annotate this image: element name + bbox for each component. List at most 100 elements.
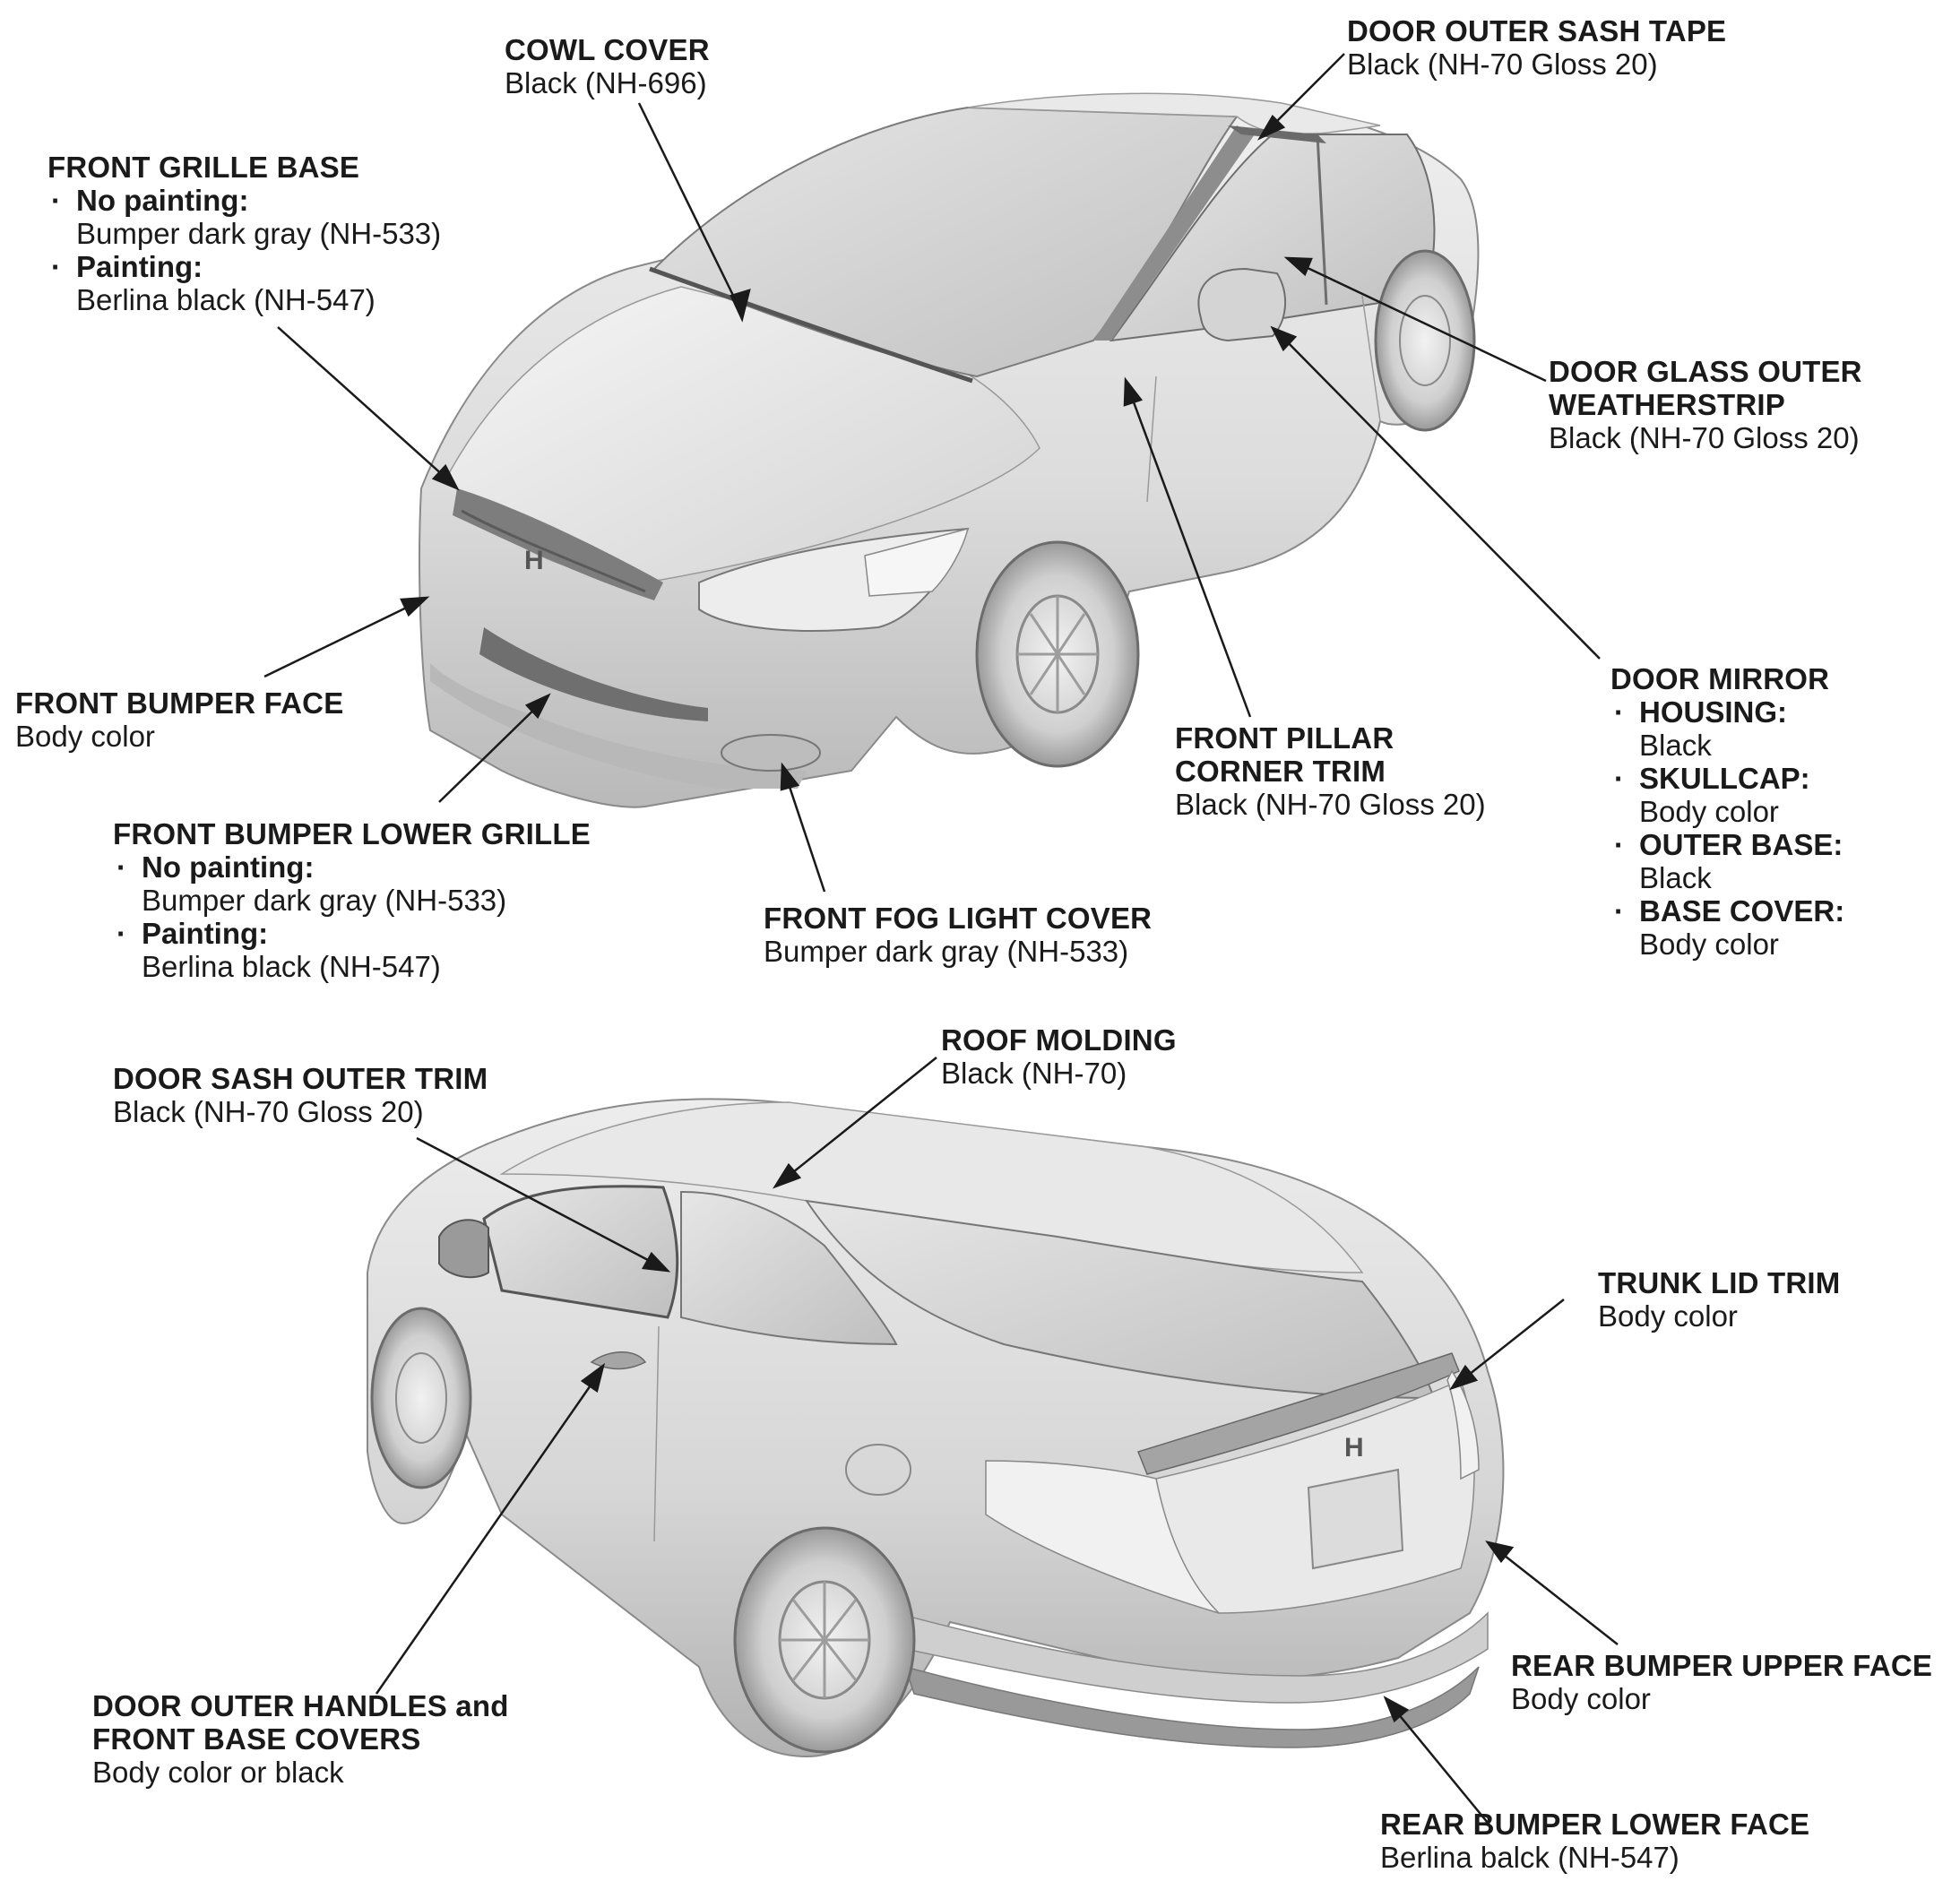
callout-door-glass-outer-weatherstrip: DOOR GLASS OUTER WEATHERSTRIP Black (NH-… — [1549, 355, 1862, 454]
callout-title: DOOR MIRROR — [1610, 662, 1830, 695]
leader-trunk-lid-trim — [1455, 1299, 1565, 1385]
rear-car-bumper-lower — [903, 1665, 1480, 1748]
leader-door-sash-outer-trim — [416, 1136, 664, 1270]
callout-title: FRONT GRILLE BASE — [47, 151, 360, 184]
leader-front-pillar-corner-trim — [1126, 384, 1252, 718]
callout-front-bumper-face: FRONT BUMPER FACE Body color — [15, 686, 343, 753]
sub-label: Painting: — [76, 250, 203, 283]
front-badge-icon: H — [524, 546, 544, 575]
leader-front-bumper-lower-grille — [438, 698, 546, 803]
sub-value: Berlina black (NH-547) — [76, 283, 376, 316]
callout-title: REAR BUMPER LOWER FACE — [1380, 1808, 1810, 1841]
callout-rear-bumper-lower-face: REAR BUMPER LOWER FACE Berlina balck (NH… — [1380, 1808, 1809, 1874]
callout-desc: Body color or black — [92, 1756, 344, 1789]
front-car-windshield — [652, 106, 1239, 378]
leader-front-bumper-face — [263, 599, 422, 678]
bullet-icon: · — [1614, 695, 1624, 729]
callout-door-outer-sash-tape: DOOR OUTER SASH TAPE Black (NH-70 Gloss … — [1347, 14, 1726, 81]
bullet-icon: · — [1614, 894, 1624, 928]
rear-car-license-plate — [1307, 1468, 1404, 1570]
callout-desc: Black (NH-70) — [941, 1057, 1127, 1090]
callout-title: TRUNK LID TRIM — [1598, 1266, 1841, 1299]
leader-rear-bumper-lower-face — [1388, 1702, 1493, 1829]
sub-value: Body color — [1639, 928, 1779, 961]
callout-title: FRONT BUMPER LOWER GRILLE — [113, 817, 591, 850]
leader-front-fog-light-cover — [782, 770, 826, 893]
front-pillar-trim — [1093, 125, 1255, 341]
leader-door-mirror — [1276, 331, 1601, 660]
sub-value: Black — [1639, 861, 1712, 894]
front-car-sash-tape — [1228, 125, 1326, 143]
callout-sub-item: · No painting: Bumper dark gray (NH-533) — [47, 184, 441, 250]
rear-badge-icon: H — [1344, 1433, 1364, 1463]
front-bumper-lower-grille-shape — [479, 627, 708, 721]
callout-desc: Body color — [1511, 1682, 1651, 1715]
callout-trunk-lid-trim: TRUNK LID TRIM Body color — [1598, 1266, 1840, 1333]
callout-door-sash-outer-trim: DOOR SASH OUTER TRIM Black (NH-70 Gloss … — [113, 1062, 488, 1128]
callout-front-grille-base: FRONT GRILLE BASE · No painting: Bumper … — [47, 151, 441, 316]
callout-cowl-cover: COWL COVER Black (NH-696) — [505, 33, 710, 99]
rear-view-car: H — [367, 1098, 1505, 1758]
leader-lines — [263, 53, 1619, 1829]
rear-car-taillight-left — [985, 1460, 1220, 1614]
callout-rear-bumper-upper-face: REAR BUMPER UPPER FACE Body color — [1511, 1649, 1932, 1715]
callout-desc: Berlina balck (NH-547) — [1380, 1841, 1679, 1874]
callout-title: DOOR SASH OUTER TRIM — [113, 1062, 488, 1095]
bullet-icon: · — [1614, 762, 1624, 795]
front-car-cowl — [649, 266, 973, 384]
callout-title: DOOR OUTER SASH TAPE — [1347, 14, 1727, 47]
rear-car-door-handle — [590, 1351, 647, 1370]
callout-door-outer-handles: DOOR OUTER HANDLES and FRONT BASE COVERS… — [92, 1689, 509, 1789]
callout-sub-item: · No painting: Bumper dark gray (NH-533) — [113, 850, 591, 917]
leader-front-grille-base — [277, 326, 453, 485]
callout-sub-item: · HOUSING: Black — [1610, 695, 1844, 762]
leader-door-outer-handles — [375, 1370, 602, 1695]
front-car-grille — [453, 488, 663, 600]
callout-title: FRONT PILLAR — [1175, 721, 1394, 755]
callout-front-fog-light-cover: FRONT FOG LIGHT COVER Bumper dark gray (… — [764, 902, 1152, 968]
bullet-icon: · — [117, 917, 126, 950]
sub-value: Berlina black (NH-547) — [142, 950, 441, 983]
rear-car-trunk-spoiler — [1137, 1352, 1460, 1475]
callout-sub-item: · Painting: Berlina black (NH-547) — [47, 250, 441, 316]
callout-desc: Black (NH-70 Gloss 20) — [1347, 47, 1658, 81]
callout-sub-item: · BASE COVER: Body color — [1610, 894, 1844, 961]
leader-roof-molding — [779, 1057, 937, 1184]
front-bumper-lower — [430, 663, 807, 789]
rear-car-roof — [499, 1101, 1364, 1273]
leader-door-glass-weatherstrip — [1290, 258, 1547, 383]
sub-label: BASE COVER: — [1639, 894, 1845, 928]
sub-value: Bumper dark gray (NH-533) — [142, 884, 507, 917]
callout-desc: Black (NH-70 Gloss 20) — [113, 1095, 424, 1128]
sub-value: Body color — [1639, 795, 1779, 828]
front-car-door-mirror — [1197, 267, 1287, 342]
leader-cowl-cover — [637, 102, 744, 315]
sub-label: No painting: — [142, 850, 315, 884]
sub-label: No painting: — [76, 184, 249, 217]
callout-title: WEATHERSTRIP — [1549, 388, 1785, 421]
front-view-car: H — [419, 92, 1480, 808]
bullet-icon: · — [51, 184, 61, 217]
leader-rear-bumper-upper-face — [1491, 1545, 1619, 1645]
sub-label: Painting: — [142, 917, 269, 950]
sub-value: Bumper dark gray (NH-533) — [76, 217, 442, 250]
front-fog-light — [721, 734, 821, 772]
front-car-rear-wheel — [1374, 249, 1476, 432]
callout-title: REAR BUMPER UPPER FACE — [1511, 1649, 1933, 1682]
callout-sub-item: · Painting: Berlina black (NH-547) — [113, 917, 591, 983]
callout-desc: Black (NH-70 Gloss 20) — [1175, 788, 1486, 821]
callout-title: ROOF MOLDING — [941, 1023, 1177, 1057]
callout-title: COWL COVER — [505, 33, 710, 66]
front-car-headlight-right — [864, 527, 970, 597]
bullet-icon: · — [117, 850, 126, 884]
rear-car-side-window — [482, 1185, 679, 1319]
rear-car-front-wheel — [370, 1307, 472, 1489]
callout-title: FRONT BASE COVERS — [92, 1722, 421, 1756]
callout-front-pillar-corner-trim: FRONT PILLAR CORNER TRIM Black (NH-70 Gl… — [1175, 721, 1486, 821]
rear-car-taillight-right — [1446, 1369, 1480, 1480]
sub-value: Black — [1639, 729, 1712, 762]
callout-door-mirror: DOOR MIRROR · HOUSING: Black · SKULLCAP:… — [1610, 662, 1844, 961]
rear-car-quarter-window — [680, 1190, 898, 1346]
callout-roof-molding: ROOF MOLDING Black (NH-70) — [941, 1023, 1177, 1090]
callout-desc: Black (NH-70 Gloss 20) — [1549, 421, 1860, 454]
